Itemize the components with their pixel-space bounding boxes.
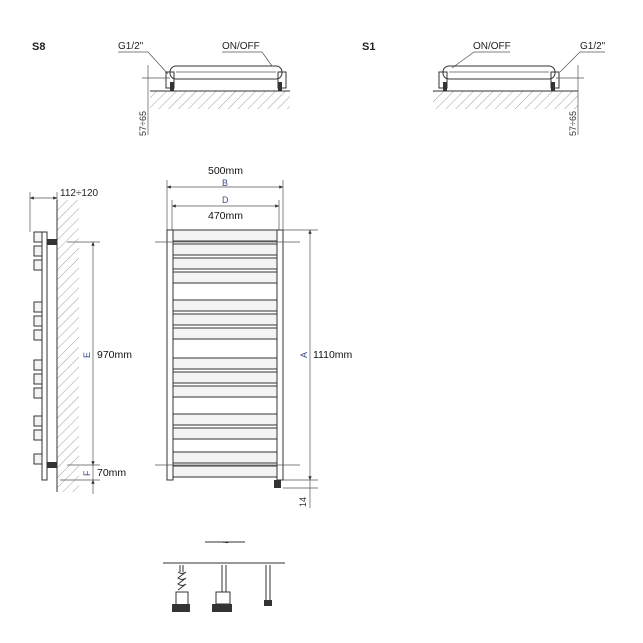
right-pipe-stub — [551, 82, 555, 91]
connection-label: G1/2" — [118, 41, 144, 52]
height-value: 1110mm — [313, 349, 353, 361]
side-tube-profile — [33, 259, 43, 271]
inner-width-value: 470mm — [208, 210, 243, 222]
depth-label: 112÷120 — [60, 188, 99, 199]
wall-hatch — [57, 200, 79, 492]
front-flat-tube — [172, 451, 278, 464]
element-connector — [179, 565, 184, 572]
valve-body — [215, 591, 231, 605]
side-tube-profile — [33, 429, 43, 441]
width-value: 500mm — [208, 165, 243, 177]
side-bar-group — [33, 231, 43, 465]
top-left-valve-view: S8 G1/2" ON/OFF 57÷65 — [32, 41, 290, 136]
dim-a-letter: A — [299, 352, 309, 358]
side-tube-profile — [33, 359, 43, 371]
side-tube-profile — [33, 315, 43, 327]
wall-hatch — [433, 91, 578, 109]
wall-distance-label: 57÷65 — [138, 111, 148, 136]
return-pipe-cap — [264, 600, 272, 606]
valve-nut — [212, 604, 232, 612]
bottom-offset-value: 14 — [298, 497, 308, 507]
front-flat-tube — [172, 327, 278, 340]
switch-leader-line — [222, 51, 273, 67]
side-tube-profile — [33, 373, 43, 385]
side-tube-profile — [33, 387, 43, 399]
heating-element-detail: ~ — [163, 538, 285, 612]
front-flat-tube — [172, 229, 278, 242]
right-pipe-stub — [278, 82, 282, 91]
left-collector — [166, 229, 174, 481]
dim-d-letter: D — [222, 195, 229, 205]
radiator-top-rail — [442, 65, 556, 80]
side-tube-profile — [33, 231, 43, 243]
dim-b-letter: B — [222, 178, 228, 188]
top-wall-bracket — [47, 239, 57, 245]
switch-leader-line — [451, 51, 510, 69]
top-right-valve-view: S1 ON/OFF G1/2" 57÷65 — [362, 41, 606, 136]
switch-label: ON/OFF — [473, 41, 511, 52]
front-bar-group — [172, 229, 278, 478]
wall-distance-label: 57÷65 — [568, 111, 578, 136]
radiator-side-collector — [41, 231, 48, 481]
dim-e-letter: E — [82, 352, 92, 358]
break-symbol: ~ — [223, 538, 229, 549]
heating-element-plug — [172, 604, 190, 612]
front-flat-tube — [172, 271, 278, 284]
connection-leader-line — [559, 51, 605, 73]
side-tube-profile — [33, 245, 43, 257]
bottom-wall-bracket — [47, 462, 57, 468]
wall-hatch — [150, 91, 290, 109]
front-flat-tube — [172, 371, 278, 384]
right-collector — [276, 229, 284, 481]
front-view: 500mm B D 470mm A 1110mm 14 — [155, 165, 353, 508]
electric-coil-icon — [177, 571, 187, 591]
left-pipe-stub — [443, 82, 447, 91]
front-flat-tube — [172, 243, 278, 256]
front-flat-tube — [172, 299, 278, 312]
side-tube-profile — [33, 301, 43, 313]
radiator-top-rail — [169, 65, 283, 80]
heating-element-housing — [175, 591, 189, 607]
connection-label: G1/2" — [580, 41, 606, 52]
front-flat-tube — [172, 385, 278, 398]
dim-f-value: 70mm — [97, 467, 126, 479]
dim-f-letter: F — [82, 470, 92, 476]
front-flat-tube — [172, 257, 278, 270]
front-flat-tube — [172, 313, 278, 326]
connection-leader-line — [118, 51, 169, 75]
side-tube-profile — [33, 329, 43, 341]
left-pipe-stub — [170, 82, 174, 91]
front-flat-tube — [172, 357, 278, 370]
side-tube-profile — [33, 453, 43, 465]
switch-label: ON/OFF — [222, 41, 260, 52]
side-view: 112÷120 E 970mm F 70mm — [29, 188, 132, 494]
front-flat-tube — [172, 427, 278, 440]
side-tube-profile — [33, 415, 43, 427]
model-label-s1: S1 — [362, 41, 375, 53]
dim-e-value: 970mm — [97, 349, 132, 361]
front-flat-tube — [172, 465, 278, 478]
model-label-s8: S8 — [32, 41, 45, 53]
front-flat-tube — [172, 413, 278, 426]
outlet-pipe-stub — [274, 480, 281, 488]
